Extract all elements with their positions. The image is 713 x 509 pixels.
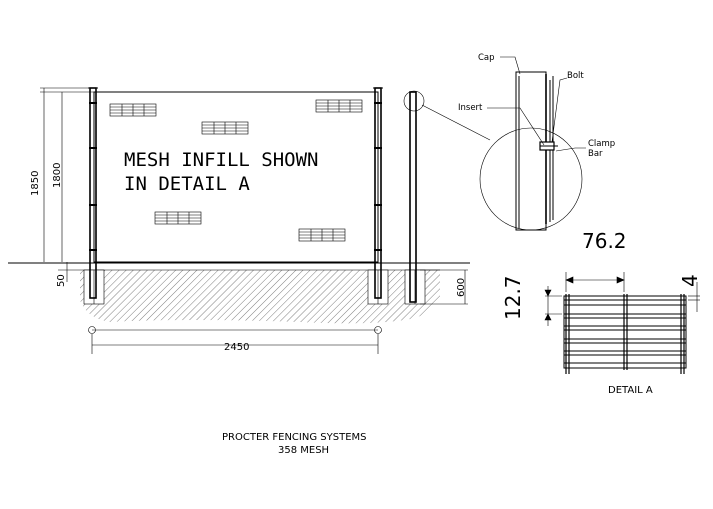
dim-height-outer: 1850 (30, 171, 41, 196)
note-line-1: MESH INFILL SHOWN (124, 149, 318, 171)
fence-panel (88, 87, 383, 299)
dim-panel-width: 2450 (224, 342, 249, 353)
height-dimensions (40, 87, 94, 282)
title-line-1: PROCTER FENCING SYSTEMS (222, 432, 366, 443)
callout-bolt: Bolt (567, 71, 584, 81)
detail-a-label: DETAIL A (608, 385, 653, 396)
callout-clamp: Clamp (588, 139, 615, 149)
mesh-patches (109, 99, 363, 242)
detail-a-dimensions (544, 272, 700, 326)
callout-bar: Bar (588, 149, 603, 159)
post-cap-detail (479, 71, 583, 231)
ground-hatch (80, 270, 440, 324)
dim-base-gap: 50 (56, 274, 67, 287)
dim-detail-wire: 4 (678, 274, 702, 287)
detail-a-mesh (563, 294, 687, 374)
width-dimension (88, 326, 382, 354)
callout-cap: Cap (478, 53, 495, 63)
callout-insert: Insert (458, 103, 483, 113)
dim-detail-width: 76.2 (582, 229, 627, 253)
detail-leaders (487, 56, 586, 152)
dim-detail-spacing: 12.7 (501, 275, 525, 320)
note-line-2: IN DETAIL A (124, 173, 250, 195)
dim-height-inner: 1800 (52, 163, 63, 188)
dim-footing-depth: 600 (456, 278, 467, 297)
side-post (403, 90, 491, 305)
title-line-2: 358 MESH (278, 445, 329, 456)
